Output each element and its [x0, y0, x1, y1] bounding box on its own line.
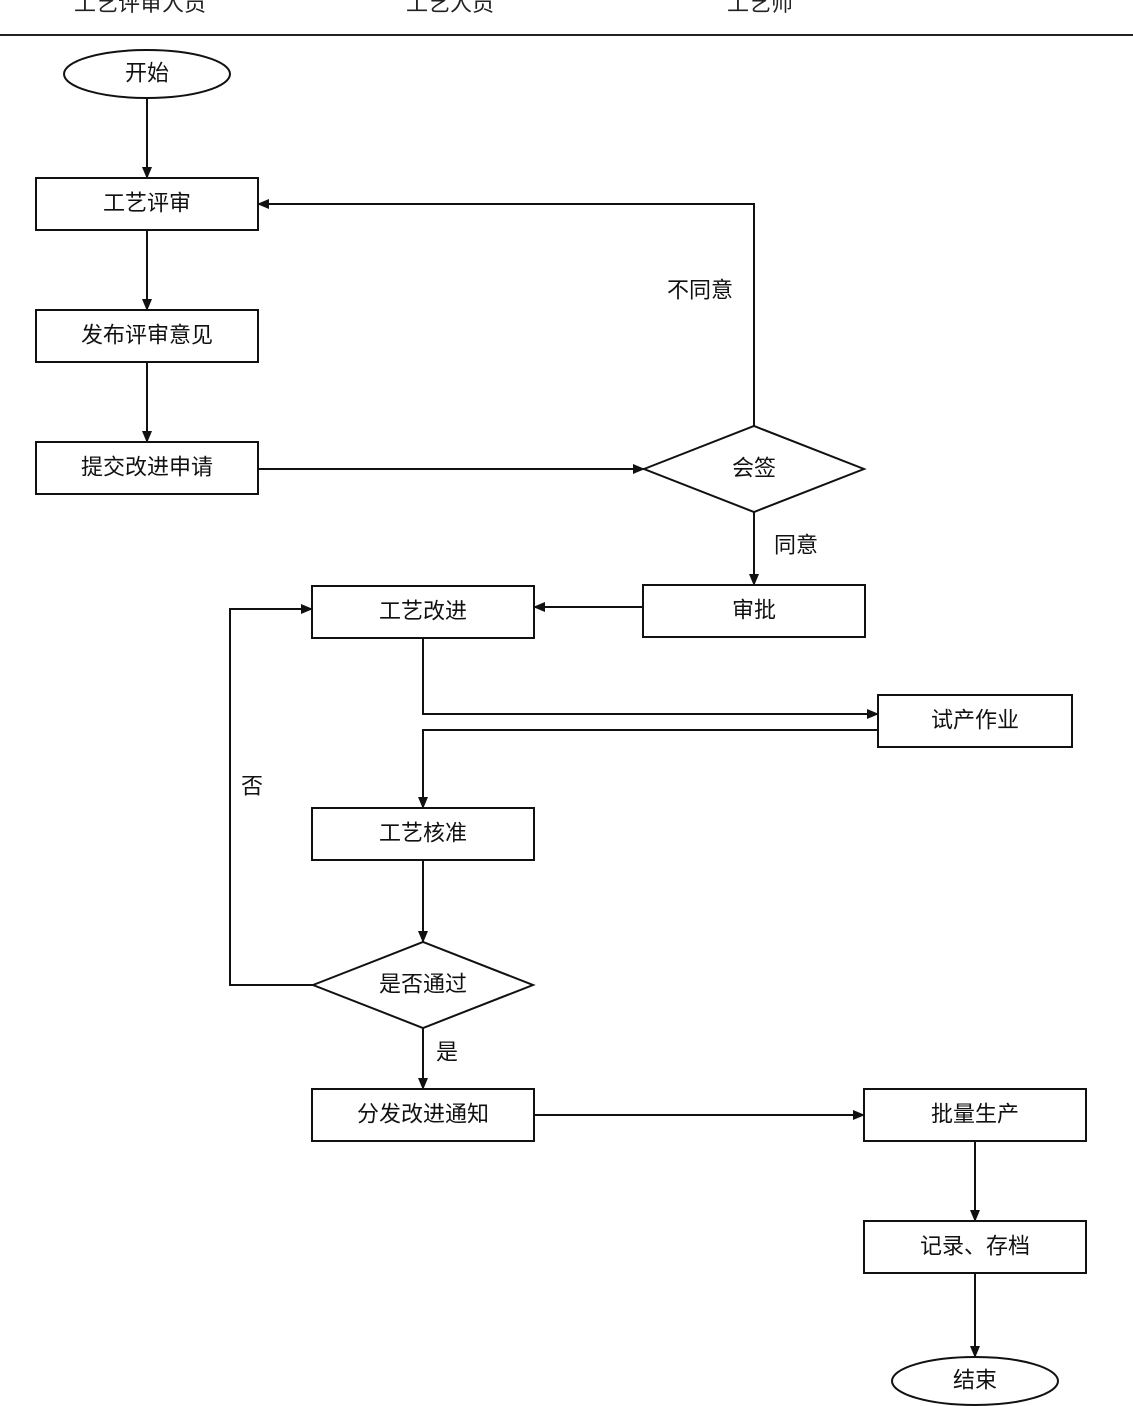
- node-label-end: 结束: [953, 1369, 997, 1394]
- terminal-shape-end: [891, 1356, 1059, 1406]
- process-shape-record: [863, 1220, 1087, 1274]
- process-shape-submit: [35, 441, 259, 495]
- lane-header-reviewer: 工艺评审人员: [73, 0, 206, 17]
- node-label-publish: 发布评审意见: [81, 324, 213, 349]
- connector-trial-to-verify: [418, 729, 878, 809]
- node-publish: 发布评审意见: [35, 309, 259, 363]
- decision-shape-pass: [310, 940, 536, 1030]
- node-improve: 工艺改进: [311, 585, 535, 639]
- connector-countersign-to-review: [257, 199, 755, 426]
- terminal-shape-start: [63, 49, 231, 99]
- node-pass: 是否通过: [310, 940, 536, 1030]
- decision-shape-countersign: [641, 424, 867, 514]
- connector-improve-to-trial: [422, 638, 879, 719]
- node-label-countersign: 会签: [732, 457, 776, 482]
- node-label-improve: 工艺改进: [379, 600, 467, 625]
- node-notify: 分发改进通知: [311, 1088, 535, 1142]
- node-review: 工艺评审: [35, 177, 259, 231]
- lane-divider: [0, 34, 1133, 36]
- node-label-notify: 分发改进通知: [357, 1103, 489, 1128]
- node-label-approve: 审批: [732, 599, 776, 624]
- process-shape-improve: [311, 585, 535, 639]
- lane-header-process-staff: 工艺人员: [405, 0, 494, 17]
- process-shape-mass: [863, 1088, 1087, 1142]
- node-label-mass: 批量生产: [931, 1103, 1019, 1128]
- process-shape-verify: [311, 807, 535, 861]
- edge-label-pass-to-notify: 是: [436, 1041, 458, 1066]
- node-approve: 审批: [642, 584, 866, 638]
- edge-label-countersign-to-approve: 同意: [774, 534, 818, 559]
- process-shape-trial: [877, 694, 1073, 748]
- node-start: 开始: [63, 49, 231, 99]
- node-label-verify: 工艺核准: [379, 822, 467, 847]
- node-countersign: 会签: [641, 424, 867, 514]
- node-label-start: 开始: [125, 62, 169, 87]
- node-record: 记录、存档: [863, 1220, 1087, 1274]
- node-end: 结束: [891, 1356, 1059, 1406]
- node-mass: 批量生产: [863, 1088, 1087, 1142]
- lane-header-engineer: 工艺师: [726, 0, 793, 17]
- node-label-submit: 提交改进申请: [81, 456, 213, 481]
- node-label-pass: 是否通过: [379, 973, 467, 998]
- process-shape-publish: [35, 309, 259, 363]
- edge-label-countersign-to-review: 不同意: [667, 279, 733, 304]
- node-verify: 工艺核准: [311, 807, 535, 861]
- node-label-record: 记录、存档: [920, 1235, 1030, 1260]
- process-shape-notify: [311, 1088, 535, 1142]
- process-shape-approve: [642, 584, 866, 638]
- node-label-review: 工艺评审: [103, 192, 191, 217]
- node-label-trial: 试产作业: [931, 709, 1019, 734]
- process-shape-review: [35, 177, 259, 231]
- edge-label-pass-to-improve: 否: [241, 775, 263, 800]
- node-submit: 提交改进申请: [35, 441, 259, 495]
- connector-pass-to-improve: [229, 604, 313, 986]
- node-trial: 试产作业: [877, 694, 1073, 748]
